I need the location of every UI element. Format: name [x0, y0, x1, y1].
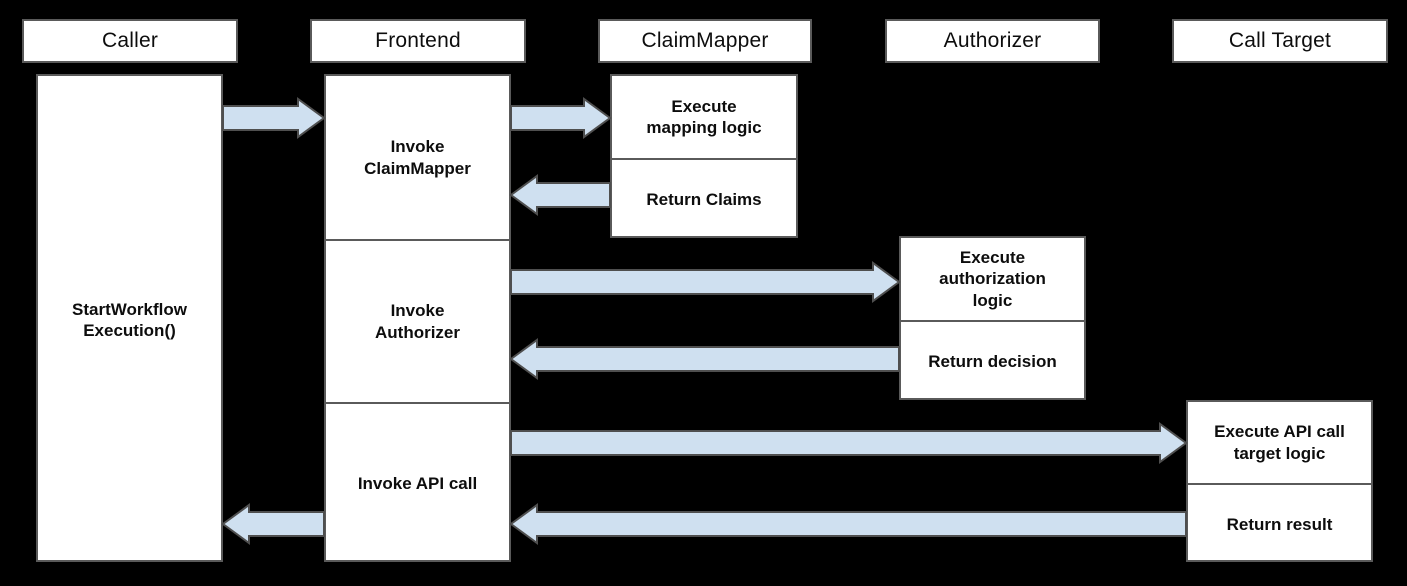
segment-return-decision[interactable]: Return decision — [901, 320, 1084, 402]
arrow-icon — [510, 261, 901, 303]
msg-calltarget-to-frontend[interactable] — [509, 503, 1187, 545]
segment-invoke-api-call[interactable]: Invoke API call — [326, 402, 509, 564]
arrow-icon — [509, 338, 900, 380]
segment-start-workflow-execution[interactable]: StartWorkflow Execution() — [38, 76, 221, 564]
participant-label: ClaimMapper — [641, 29, 769, 52]
segment-label: Execute mapping logic — [646, 96, 762, 137]
msg-frontend-to-claimmapper[interactable] — [510, 97, 612, 139]
participant-claimmapper[interactable]: ClaimMapper — [598, 19, 812, 63]
arrow-icon — [509, 174, 611, 216]
segment-label: Invoke ClaimMapper — [364, 137, 471, 178]
participant-label: Caller — [101, 29, 159, 52]
participant-authorizer[interactable]: Authorizer — [885, 19, 1100, 63]
segment-return-result[interactable]: Return result — [1188, 483, 1371, 564]
segment-invoke-claimmapper[interactable]: Invoke ClaimMapper — [326, 76, 509, 239]
segment-label: Execute API call target logic — [1214, 422, 1345, 463]
participant-calltarget[interactable]: Call Target — [1172, 19, 1388, 63]
arrow-icon — [509, 503, 1187, 545]
arrow-icon — [510, 97, 612, 139]
segment-label: Invoke API call — [357, 474, 478, 494]
msg-frontend-to-calltarget[interactable] — [510, 422, 1188, 464]
activation-caller-lifeline: StartWorkflow Execution() — [36, 74, 223, 562]
participant-label: Frontend — [375, 29, 461, 52]
segment-return-claims[interactable]: Return Claims — [612, 158, 796, 240]
arrow-icon — [221, 503, 325, 545]
segment-execute-api-call-target-logic[interactable]: Execute API call target logic — [1188, 402, 1371, 483]
segment-label: Return result — [1226, 514, 1333, 534]
segment-execute-authorization-logic[interactable]: Execute authorization logic — [901, 238, 1084, 320]
participant-label: Call Target — [1228, 29, 1332, 52]
participant-frontend[interactable]: Frontend — [310, 19, 526, 63]
participant-label: Authorizer — [943, 29, 1042, 52]
segment-label: Invoke Authorizer — [375, 301, 460, 342]
arrow-icon — [510, 422, 1188, 464]
msg-caller-to-frontend[interactable] — [222, 97, 326, 139]
arrow-icon — [222, 97, 326, 139]
segment-label: Return Claims — [646, 190, 762, 210]
participant-caller[interactable]: Caller — [22, 19, 238, 63]
segment-invoke-authorizer[interactable]: Invoke Authorizer — [326, 239, 509, 402]
segment-label: StartWorkflow Execution() — [72, 299, 187, 340]
segment-execute-mapping-logic[interactable]: Execute mapping logic — [612, 76, 796, 158]
msg-claimmapper-to-frontend[interactable] — [509, 174, 611, 216]
segment-label: Execute authorization logic — [939, 248, 1046, 310]
msg-frontend-to-authorizer[interactable] — [510, 261, 901, 303]
msg-authorizer-to-frontend[interactable] — [509, 338, 900, 380]
segment-label: Return decision — [928, 352, 1057, 372]
msg-frontend-to-caller[interactable] — [221, 503, 325, 545]
